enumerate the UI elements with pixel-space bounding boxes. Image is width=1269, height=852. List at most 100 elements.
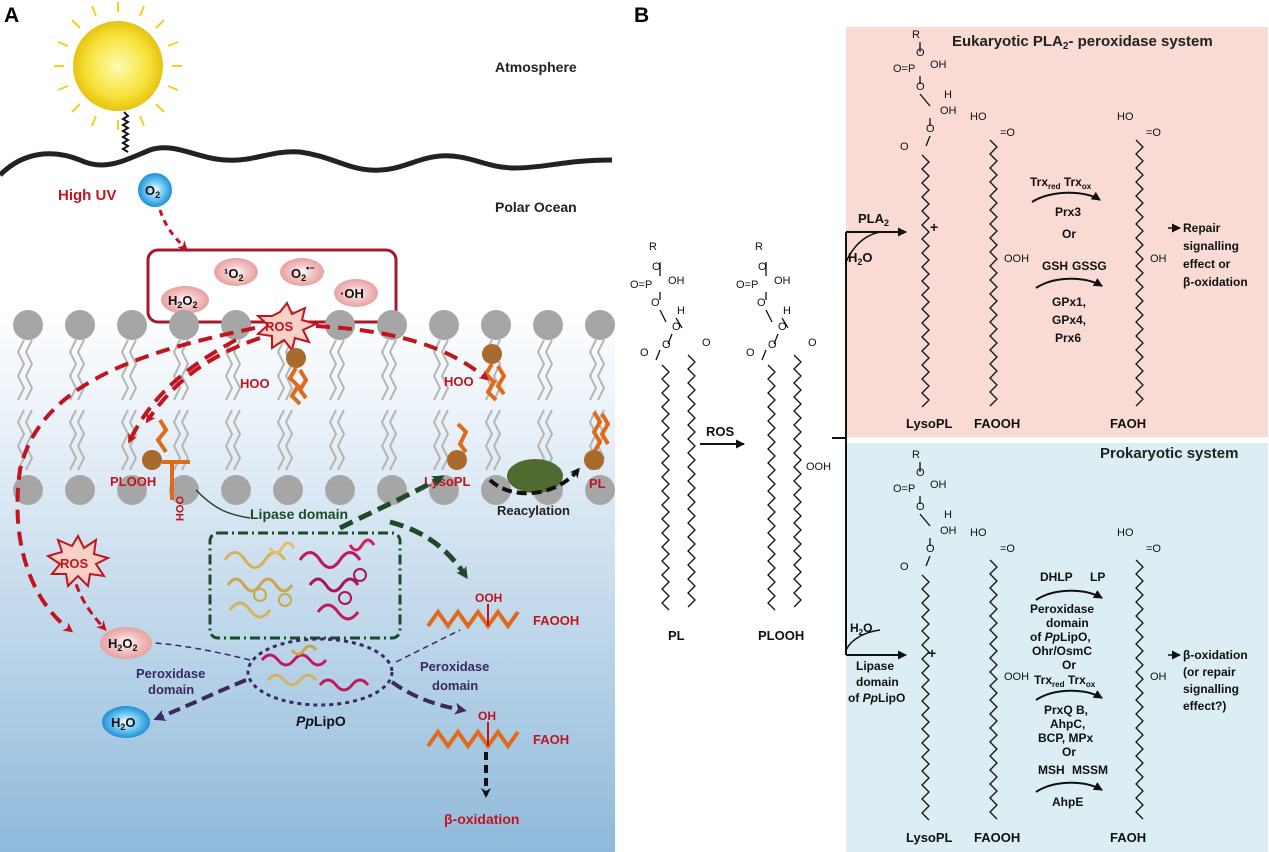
svg-text:O: O xyxy=(758,261,767,273)
svg-text:O2: O2 xyxy=(145,183,160,200)
svg-text:O: O xyxy=(900,561,909,573)
svg-text:=O: =O xyxy=(1146,127,1161,139)
svg-text:O=P: O=P xyxy=(736,279,758,291)
ros-burst-top: ROS xyxy=(255,301,319,353)
euk-faoh-label: FAOH xyxy=(1110,416,1146,431)
euk-lysopl-label: LysoPL xyxy=(906,416,953,431)
svg-text:effect?): effect?) xyxy=(1183,699,1226,713)
svg-text:Ohr/OsmC: Ohr/OsmC xyxy=(1032,644,1092,658)
panel-a: A Atmosphere Polar Ocean High UV O2 ¹O2 … xyxy=(0,2,615,852)
svg-text:HO: HO xyxy=(1117,527,1134,539)
svg-text:O: O xyxy=(640,347,649,359)
svg-text:H: H xyxy=(944,89,952,101)
svg-text:=O: =O xyxy=(1146,543,1161,555)
prok-enzymes: H2O Lipase domain of PpLipO DHLP LP Pero… xyxy=(845,570,1248,809)
peroxidase-arrow-faint-right xyxy=(395,629,461,663)
ros-reaction-label: ROS xyxy=(706,424,735,439)
svg-text:Trxred Trxox: Trxred Trxox xyxy=(1030,175,1092,191)
svg-text:R: R xyxy=(912,449,920,461)
plus-top: + xyxy=(930,219,938,235)
svg-text:MSSM: MSSM xyxy=(1072,763,1108,777)
svg-text:O: O xyxy=(900,141,909,153)
h2o-top-label: H2O xyxy=(848,250,873,267)
svg-text:R: R xyxy=(755,241,763,253)
svg-text:O: O xyxy=(916,81,925,93)
svg-text:O: O xyxy=(916,501,925,513)
svg-text:O: O xyxy=(746,347,755,359)
ros-species: ¹O2 O2•− H2O2 ·OH xyxy=(161,258,378,314)
peroxidase-right-label-2: domain xyxy=(432,678,478,693)
o2-bubble: O2 xyxy=(138,173,172,207)
lipase-arrow-to-faooh xyxy=(389,519,468,580)
euk-enzymes: Trxred Trxox Prx3 Or GSH GSSG GPx1, GPx4… xyxy=(1030,175,1248,345)
svg-text:GSH: GSH xyxy=(1042,259,1068,273)
hydroxyl-radical: ·OH xyxy=(340,286,364,301)
svg-text:O=P: O=P xyxy=(630,279,652,291)
svg-text:Or: Or xyxy=(1062,227,1076,241)
svg-text:AhpE: AhpE xyxy=(1052,795,1083,809)
svg-text:OOH: OOH xyxy=(1004,671,1029,683)
prok-products: R O O=P OH O H OH O O HO =O OOH HO =O OH… xyxy=(893,449,1167,845)
svg-text:MSH: MSH xyxy=(1038,763,1065,777)
svg-text:Repair: Repair xyxy=(1183,221,1221,235)
faoh-molecule: OH FAOH xyxy=(426,709,569,750)
svg-text:LP: LP xyxy=(1090,570,1105,584)
protein-structure-peroxidase xyxy=(260,644,370,692)
svg-text:O: O xyxy=(778,321,787,333)
svg-text:O: O xyxy=(808,337,817,349)
svg-text:GPx4,: GPx4, xyxy=(1052,313,1086,327)
svg-text:OOH: OOH xyxy=(806,461,831,473)
svg-text:H2O2: H2O2 xyxy=(108,636,138,653)
ocean-background xyxy=(0,305,615,852)
svg-text:OH: OH xyxy=(940,105,957,117)
singlet-oxygen: ¹O2 xyxy=(224,266,243,283)
plus-bottom: + xyxy=(928,645,936,661)
prok-lysopl-label: LysoPL xyxy=(906,830,953,845)
ros-arrow-big-loop xyxy=(15,326,256,633)
svg-text:O: O xyxy=(926,543,935,555)
svg-text:Prx3: Prx3 xyxy=(1055,205,1081,219)
svg-text:H: H xyxy=(783,305,791,317)
svg-text:Or: Or xyxy=(1062,745,1076,759)
plooh-to-lipase-line xyxy=(195,489,251,519)
svg-text:O: O xyxy=(651,297,660,309)
prok-faooh-label: FAOOH xyxy=(974,830,1020,845)
svg-text:HO: HO xyxy=(970,111,987,123)
svg-text:O=P: O=P xyxy=(893,483,915,495)
pl-headgroup: R O O=P OH O H O O O O PL xyxy=(630,241,711,643)
svg-text:FAOOH: FAOOH xyxy=(533,613,579,628)
superoxide: O2•− xyxy=(291,263,315,283)
pl-label: PL xyxy=(668,628,685,643)
svg-text:ROS: ROS xyxy=(265,319,294,334)
pla2-h2o-curve xyxy=(845,231,881,263)
svg-text:R: R xyxy=(912,29,920,41)
svg-text:O: O xyxy=(768,339,777,351)
plooh-lipid: PLOOH OOH xyxy=(110,418,190,521)
svg-text:H2O: H2O xyxy=(850,621,872,637)
svg-text:of PpLipO: of PpLipO xyxy=(848,691,905,705)
svg-text:O: O xyxy=(702,337,711,349)
peroxidase-arrow-to-h2o xyxy=(153,678,247,721)
pplipo-label: PpLipO xyxy=(296,713,346,729)
prokaryotic-title: Prokaryotic system xyxy=(1100,445,1238,462)
svg-text:domain: domain xyxy=(1046,616,1089,630)
svg-text:=O: =O xyxy=(1000,127,1015,139)
svg-text:H: H xyxy=(677,305,685,317)
svg-text:O: O xyxy=(672,321,681,333)
svg-text:GPx1,: GPx1, xyxy=(1052,295,1086,309)
ros-arrow-to-hoo2 xyxy=(315,324,490,381)
ros-arrow-to-hoo1 xyxy=(128,338,237,444)
high-uv-label: High UV xyxy=(58,187,116,204)
lipase-domain-label: Lipase domain xyxy=(250,506,348,522)
svg-text:OOH: OOH xyxy=(475,591,502,605)
svg-text:OOH: OOH xyxy=(173,496,185,521)
eukaryotic-title: Eukaryotic PLA2- peroxidase system xyxy=(952,33,1213,52)
svg-text:OH: OH xyxy=(478,709,496,723)
peroxidase-left-label-1: Peroxidase xyxy=(136,666,205,681)
ros-arrow-to-plooh xyxy=(145,336,261,424)
svg-text:O: O xyxy=(926,123,935,135)
atmosphere-label: Atmosphere xyxy=(495,59,577,75)
svg-text:PL: PL xyxy=(589,476,606,491)
svg-text:DHLP: DHLP xyxy=(1040,570,1073,584)
reacylation-arrow xyxy=(488,467,580,496)
